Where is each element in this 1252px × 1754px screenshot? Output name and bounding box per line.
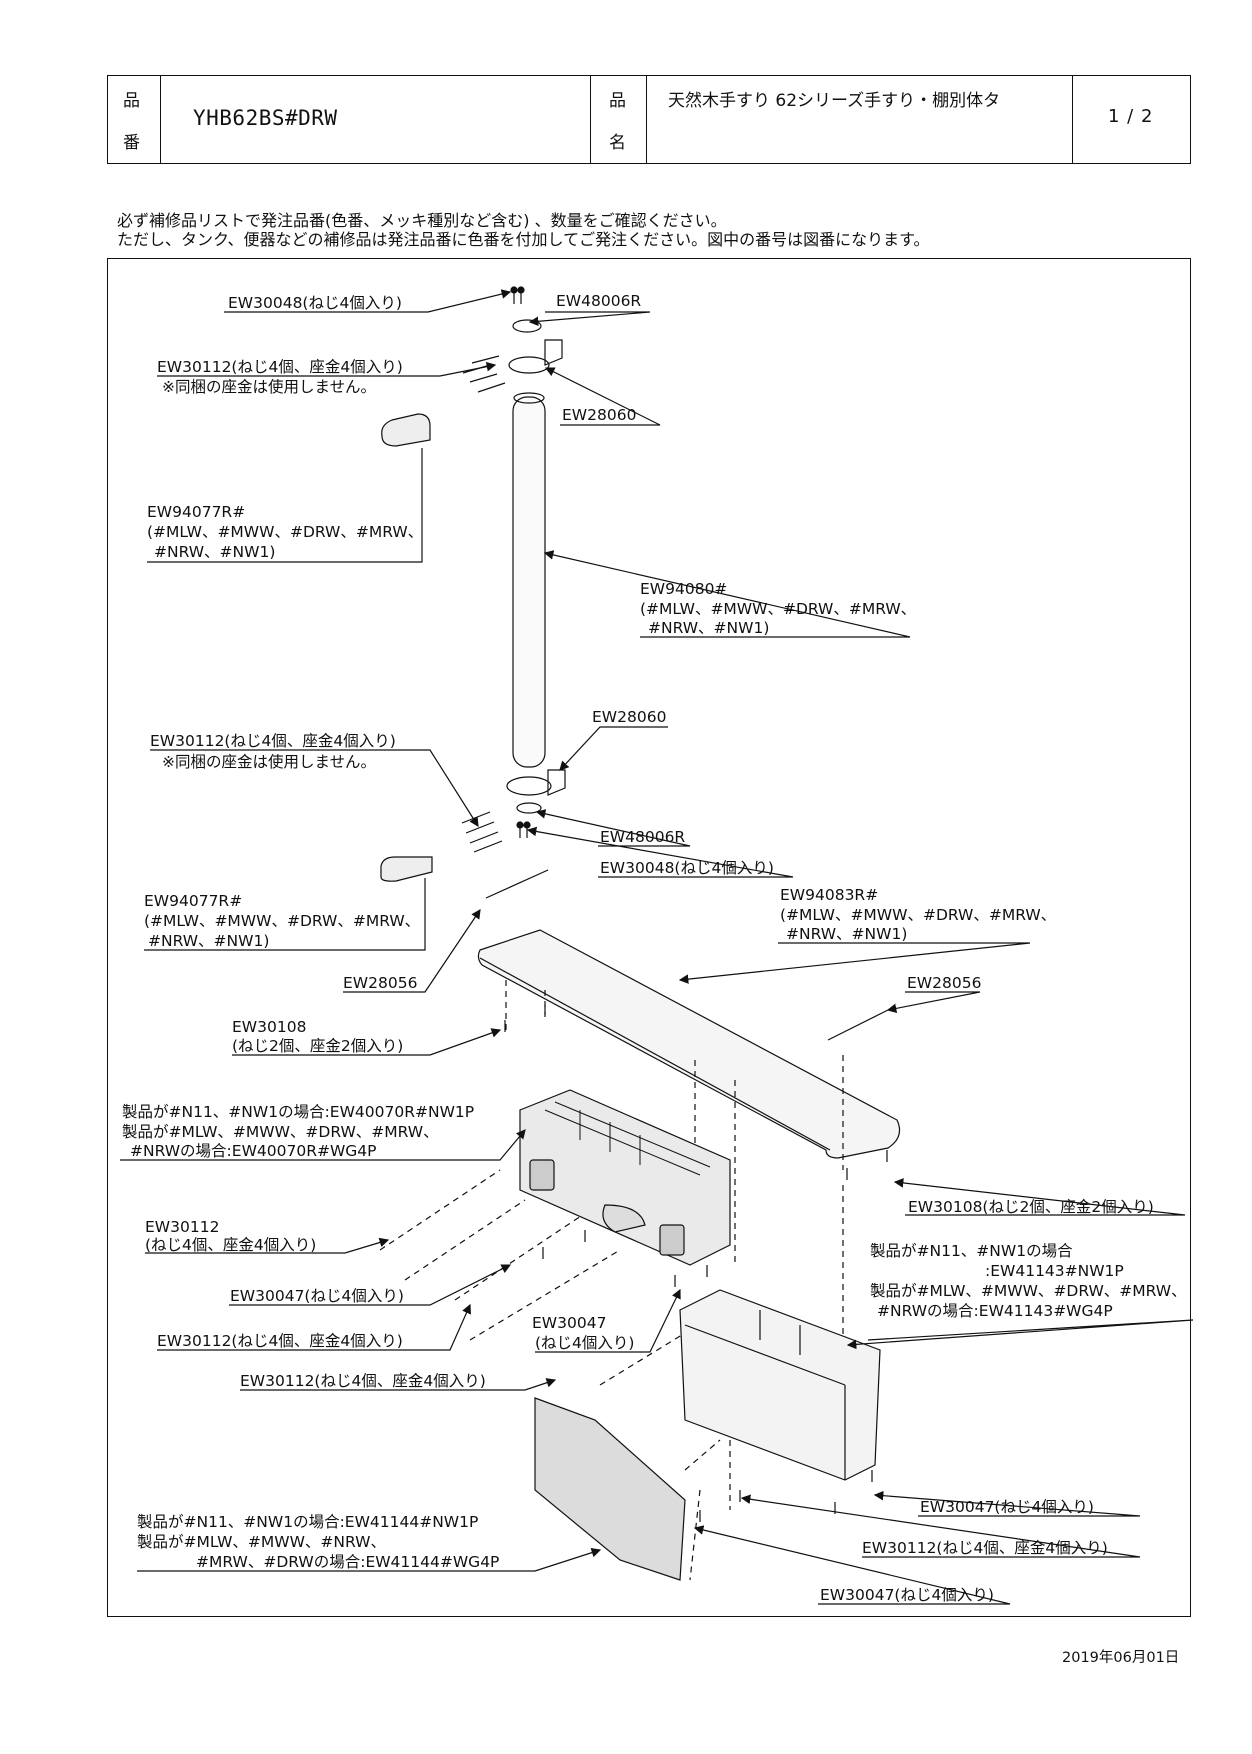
bracket-icon — [508, 356, 550, 374]
variant-label: #NRW、#NW1) — [154, 543, 275, 561]
part-label: EW28060 — [562, 406, 636, 424]
part-label: EW30048(ねじ4個入り) — [228, 294, 402, 312]
divider — [1072, 76, 1073, 163]
variant-label: #NRWの場合:EW40070R#WG4P — [130, 1142, 377, 1160]
hinmei-kanji-2: 名 — [609, 133, 626, 153]
part-label: EW30108(ねじ2個、座金2個入り) — [908, 1198, 1154, 1216]
product-name: 天然木手すり 62シリーズ手すり・棚別体タ — [668, 91, 1001, 111]
screw-icon — [504, 1005, 888, 1522]
variant-label: 製品が#MLW、#MWW、#NRW、 — [137, 1533, 386, 1551]
part-label: EW48006R — [600, 828, 685, 846]
storage-box — [679, 1289, 881, 1481]
part-label: EW28060 — [592, 708, 666, 726]
divider — [590, 76, 591, 163]
paper-holder-body — [519, 1089, 731, 1266]
part-label: EW30047 — [532, 1314, 606, 1332]
hinban-kanji-2: 番 — [123, 133, 140, 153]
part-label: EW30112(ねじ4個、座金4個入り) — [157, 1332, 403, 1350]
divider — [160, 76, 161, 163]
screw-icon — [462, 355, 506, 393]
note-label: ※同梱の座金は使用しません。 — [162, 753, 376, 771]
part-label: EW30112(ねじ4個、座金4個入り) — [157, 358, 403, 376]
front-cover-panel — [534, 1397, 686, 1581]
variant-label: (ねじ4個、座金4個入り) — [145, 1236, 316, 1254]
note-line-2: ただし、タンク、便器などの補修品は発注品番に色番を付加してご発注ください。図中の… — [117, 230, 930, 249]
part-label: EW48006R — [556, 292, 641, 310]
variant-label: (ねじ2個、座金2個入り) — [232, 1037, 403, 1055]
variant-label: (#MLW、#MWW、#DRW、#MRW、 — [640, 600, 916, 618]
rod-icon — [485, 869, 549, 899]
part-label: EW94083R# — [780, 886, 878, 904]
washer-plate-icon — [516, 802, 542, 814]
variant-label: (#MLW、#MWW、#DRW、#MRW、 — [144, 912, 420, 930]
vertical-rail-pipe — [512, 396, 546, 768]
part-label: EW30112(ねじ4個、座金4個入り) — [862, 1539, 1108, 1557]
screw-icon — [510, 286, 525, 304]
part-label: EW30048(ねじ4個入り) — [600, 859, 774, 877]
product-code: YHB62BS#DRW — [193, 106, 338, 130]
part-label: EW30108 — [232, 1018, 306, 1036]
end-cap-icon — [380, 856, 433, 882]
variant-label: (#MLW、#MWW、#DRW、#MRW、 — [780, 906, 1056, 924]
leader-lines — [120, 289, 1194, 1605]
note-label: ※同梱の座金は使用しません。 — [162, 378, 376, 396]
divider — [646, 76, 647, 163]
part-label: EW28056 — [907, 974, 981, 992]
part-label: EW28056 — [343, 974, 417, 992]
part-label: EW30047(ねじ4個入り) — [230, 1287, 404, 1305]
part-label: EW94077R# — [147, 503, 245, 521]
variant-label: #MRW、#DRWの場合:EW41144#WG4P — [196, 1553, 499, 1571]
variant-label: #NRW、#NW1) — [648, 619, 769, 637]
variant-label: 製品が#N11、#NW1の場合:EW41144#NW1P — [137, 1513, 478, 1531]
bracket-icon — [506, 776, 552, 796]
part-label: EW30112 — [145, 1218, 219, 1236]
variant-label: #NRW、#NW1) — [786, 925, 907, 943]
title-block: 品 番 YHB62BS#DRW 品 名 天然木手すり 62シリーズ手すり・棚別体… — [107, 75, 1191, 164]
page-number: 1 / 2 — [1108, 106, 1154, 127]
variant-label: (#MLW、#MWW、#DRW、#MRW、 — [147, 523, 423, 541]
shelf-board — [477, 929, 901, 1159]
part-label: EW30112(ねじ4個、座金4個入り) — [150, 732, 396, 750]
variant-label: 製品が#MLW、#MWW、#DRW、#MRW、 — [122, 1123, 439, 1141]
variant-label: 製品が#N11、#NW1の場合 — [870, 1242, 1073, 1260]
rod-icon — [827, 1009, 889, 1041]
diagram-frame — [107, 258, 1191, 1617]
hinban-kanji-1: 品 — [123, 91, 140, 111]
part-label: EW30047(ねじ4個入り) — [920, 1498, 1094, 1516]
bracket-icon — [547, 769, 566, 796]
end-cap-icon — [381, 413, 431, 447]
variant-label: 製品が#MLW、#MWW、#DRW、#MRW、 — [870, 1282, 1187, 1300]
washer-plate-icon — [512, 319, 542, 333]
variant-label: :EW41143#NW1P — [985, 1262, 1124, 1280]
bracket-icon — [544, 339, 563, 366]
part-label: EW30047(ねじ4個入り) — [820, 1586, 994, 1604]
part-label: EW94077R# — [144, 892, 242, 910]
issue-date: 2019年06月01日 — [1062, 1650, 1180, 1666]
variant-label: #NRW、#NW1) — [148, 932, 269, 950]
part-label: EW94080# — [640, 580, 727, 598]
hinmei-kanji-1: 品 — [609, 91, 626, 111]
note-line-1: 必ず補修品リストで発注品番(色番、メッキ種別など含む) 、数量をご確認ください。 — [117, 211, 727, 230]
variant-label: #NRWの場合:EW41143#WG4P — [877, 1302, 1113, 1320]
variant-label: 製品が#N11、#NW1の場合:EW40070R#NW1P — [122, 1103, 474, 1121]
part-label: EW30112(ねじ4個、座金4個入り) — [240, 1372, 486, 1390]
variant-label: (ねじ4個入り) — [535, 1334, 634, 1352]
screw-icon — [461, 811, 503, 853]
